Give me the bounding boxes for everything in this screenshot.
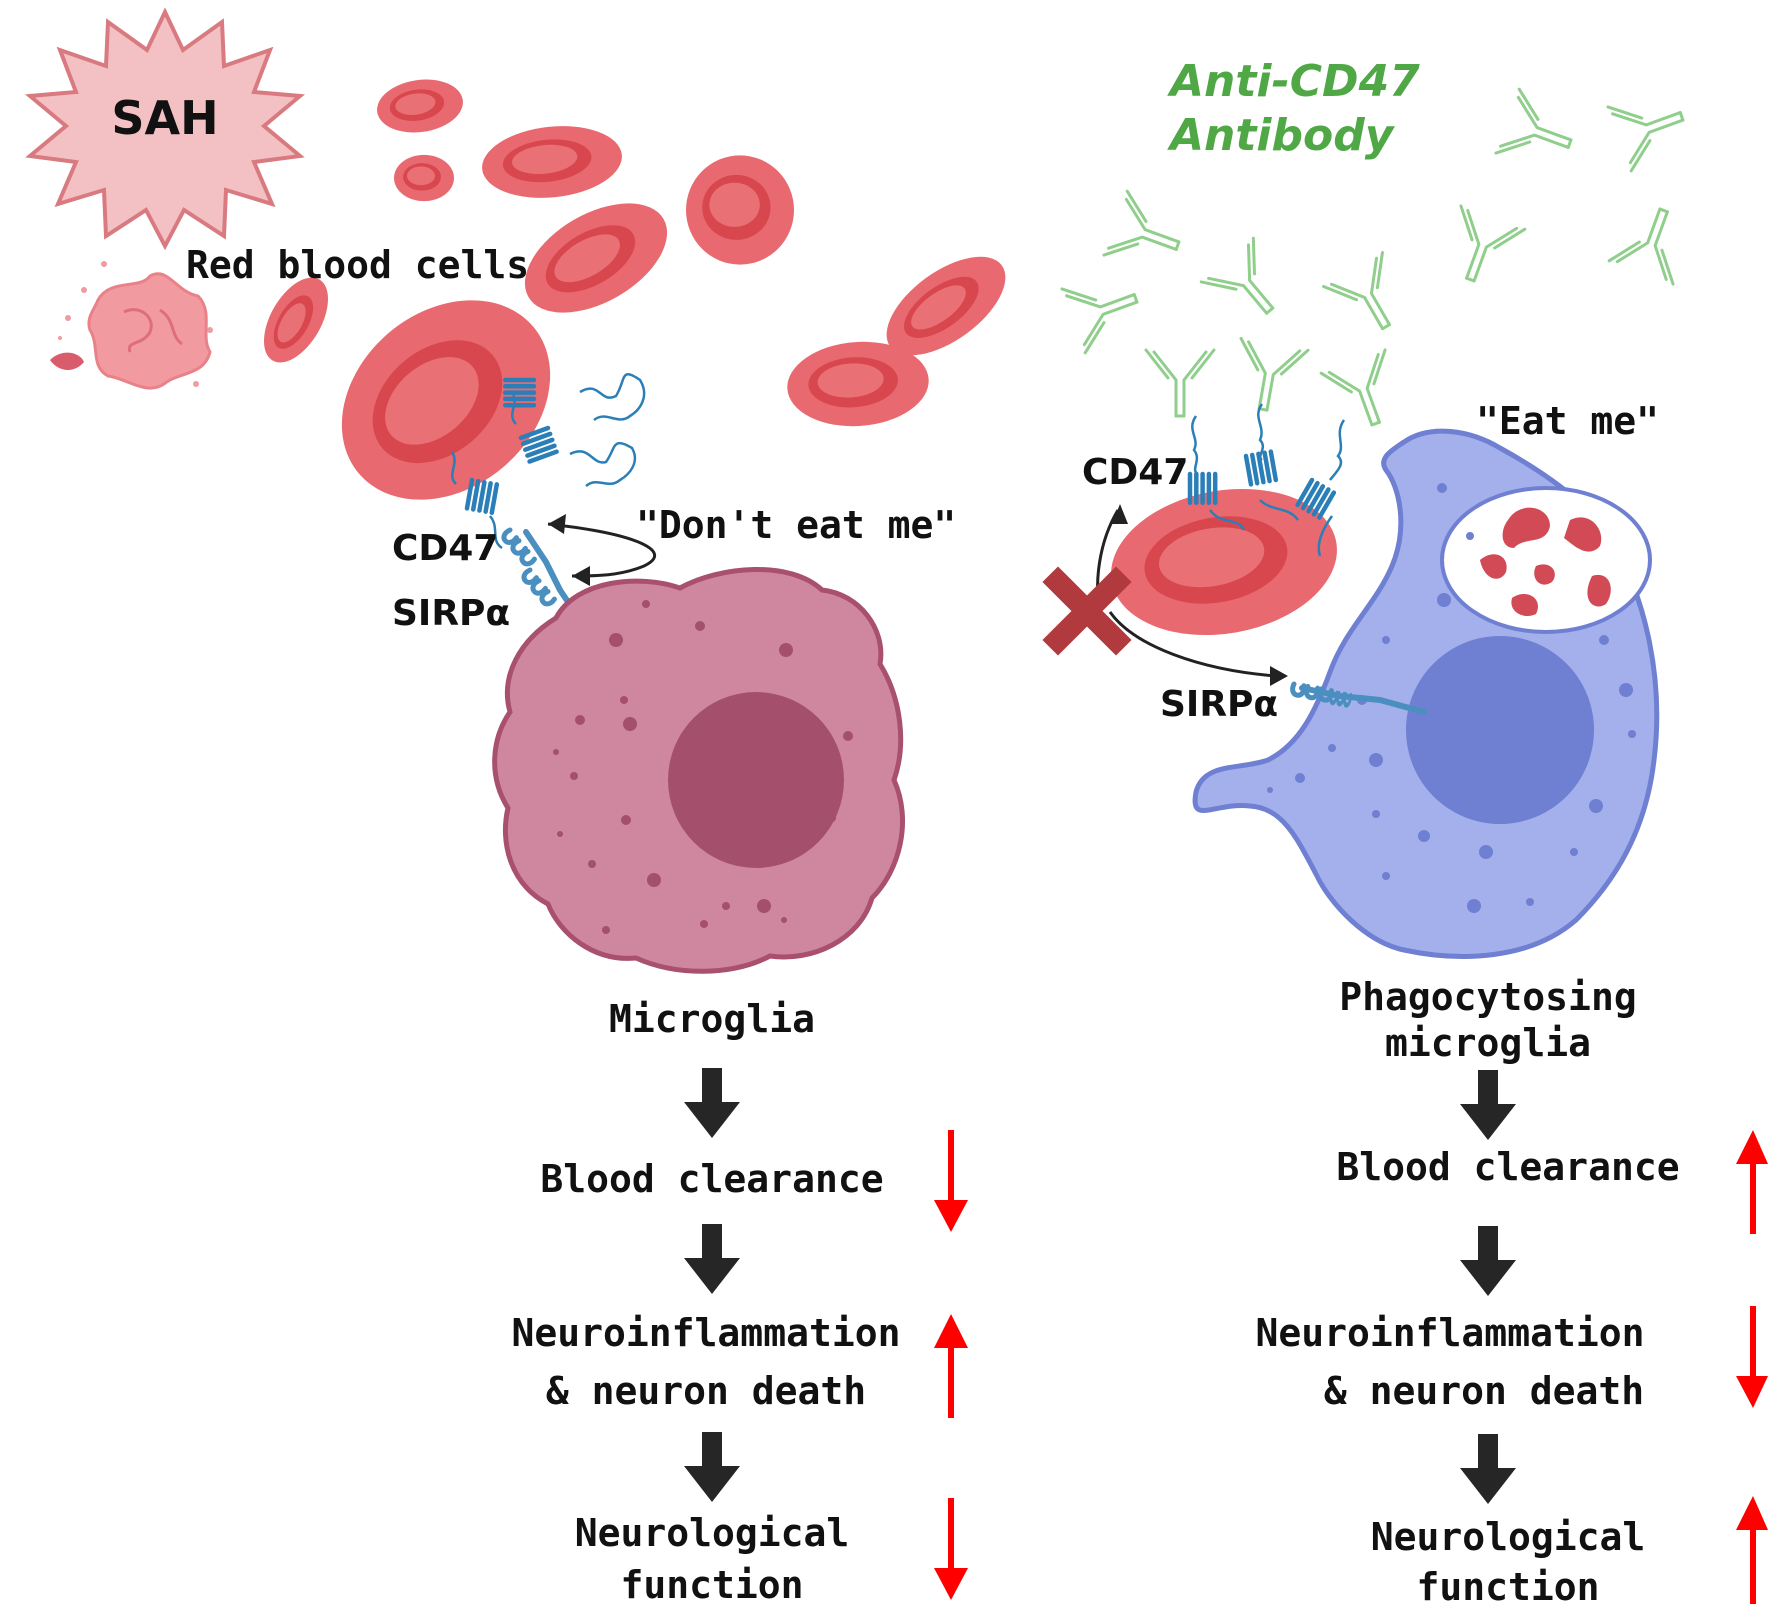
cd47-receptor [467, 480, 497, 513]
right-trend-3-up-arrow [1736, 1496, 1768, 1604]
flow-arrow [1460, 1070, 1516, 1140]
red-blood-cells-label: Red blood cells [186, 243, 529, 287]
left-step-1-line1: Blood clearance [540, 1157, 883, 1201]
antibody [1606, 82, 1695, 173]
antibody [1102, 189, 1191, 280]
antibody [1494, 87, 1583, 178]
dont-eat-me-arrow [547, 522, 657, 578]
anti-cd47-label-line2: Antibody [1167, 110, 1396, 161]
left-trend-2-up-arrow [934, 1314, 968, 1418]
flow-arrow [684, 1068, 740, 1138]
microglia-phagocytosing [1192, 428, 1660, 959]
antibody [1607, 197, 1698, 286]
left-step-3-line1: Neurological [575, 1511, 850, 1555]
microglia-nucleus [668, 692, 844, 868]
right-trend-1-up-arrow [1736, 1130, 1768, 1234]
rbc-right [1099, 471, 1349, 653]
left-step-2-line2: & neuron death [546, 1369, 866, 1413]
blocked-arrow-right [1108, 611, 1277, 678]
sah-starburst [24, 7, 306, 251]
sirpa-right [1292, 684, 1427, 715]
block-x-icon [1042, 566, 1132, 656]
right-flow-title-line2: microglia [1385, 1021, 1591, 1065]
left-step-3-line2: function [620, 1563, 803, 1606]
antibody-bound [1144, 348, 1216, 418]
cd47-left-label: CD47 [392, 528, 498, 569]
rbc [394, 154, 454, 202]
right-step-3-line1: Neurological [1371, 1515, 1646, 1559]
sirpa-right-label: SIRPα [1160, 684, 1278, 725]
right-step-2-line1: Neuroinflammation [1256, 1311, 1645, 1355]
rbc [373, 74, 467, 138]
right-step-3-line2: function [1416, 1565, 1599, 1606]
sah-label: SAH [111, 91, 218, 145]
antibody [1322, 250, 1417, 346]
engulfed-rbc-fragments [1480, 507, 1611, 617]
cd47-receptors-left [450, 373, 646, 550]
left-flow: Microglia Blood clearance Neuroinflammat… [512, 997, 968, 1606]
sirpa-left-label: SIRPα [392, 593, 510, 634]
anti-cd47-label-line1: Anti-CD47 [1167, 56, 1420, 107]
dont-eat-me-label: "Don't eat me" [636, 503, 956, 547]
microglia-left [492, 567, 906, 974]
flow-arrow [1460, 1226, 1516, 1296]
rbc [478, 119, 626, 205]
left-trend-3-down-arrow [934, 1498, 968, 1600]
eat-me-label: "Eat me" [1476, 399, 1659, 443]
cd47-right-label: CD47 [1082, 452, 1188, 493]
antibody [1436, 204, 1527, 293]
flow-arrow [684, 1224, 740, 1294]
red-blood-cells [250, 74, 1023, 541]
antibody [1199, 236, 1298, 334]
antibody-bound [1319, 348, 1410, 437]
right-trend-2-down-arrow [1736, 1306, 1768, 1408]
right-step-2-line2: & neuron death [1324, 1369, 1644, 1413]
antibody [1060, 264, 1149, 355]
right-flow-title-line1: Phagocytosing [1339, 975, 1636, 1019]
left-step-2-line1: Neuroinflammation [512, 1311, 901, 1355]
phagosome [1440, 486, 1652, 634]
ruptured-cell [50, 261, 213, 390]
phago-nucleus [1406, 636, 1594, 824]
flow-arrow [684, 1432, 740, 1502]
cd47-receptors-right [1190, 403, 1346, 557]
antibody-bound [1228, 336, 1310, 417]
right-step-1-line1: Blood clearance [1336, 1145, 1679, 1189]
rbc [686, 155, 794, 265]
right-flow: Phagocytosing microglia Blood clearance … [1256, 975, 1768, 1606]
flow-arrow [1460, 1434, 1516, 1504]
left-flow-title: Microglia [609, 997, 815, 1041]
left-trend-1-down-arrow [934, 1130, 968, 1232]
rbc [506, 180, 686, 336]
